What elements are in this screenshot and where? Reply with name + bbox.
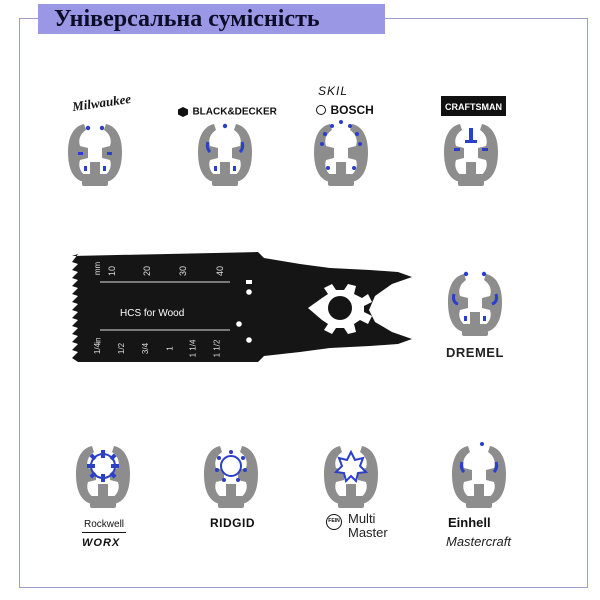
brand-name-skil: SKIL (318, 84, 349, 98)
brand-logo-ridgid: RIDGID (210, 514, 255, 532)
inch-tick-1-1-4: 1 1/4 (188, 339, 198, 358)
brand-logo-skil: SKIL (318, 82, 348, 100)
mm-tick-20: 20 (142, 265, 153, 277)
adapter-fein-multimaster (316, 440, 386, 510)
brand-logo-einhell: Einhell (448, 514, 491, 532)
title-banner: Універсальна сумісність (38, 4, 385, 34)
brand-name-multimaster-line1: Multi (348, 511, 376, 526)
brand-logo-bosch: BOSCH (316, 101, 374, 119)
brand-logo-fein: FEIN (326, 514, 342, 532)
mm-tick-40: 40 (215, 265, 226, 277)
adapter-ridgid (196, 440, 266, 510)
inch-tick-1-1-2: 1 1/2 (212, 339, 222, 358)
adapter-rockwell-worx (68, 440, 138, 510)
adapter-dremel (440, 268, 510, 338)
mm-unit-label: mm (93, 261, 103, 276)
brand-logo-craftsman: CRAFTSMAN (441, 96, 506, 116)
brand-logo-dremel: DREMEL (446, 344, 504, 362)
blade-label: HCS for Wood (120, 308, 185, 319)
brand-name-fein: FEIN (328, 518, 340, 524)
brand-name-bosch: BOSCH (330, 102, 374, 117)
brand-name-worx: WORX (82, 537, 121, 549)
brand-logo-multimaster: Multi Master (348, 512, 388, 540)
inch-tick-1: 1 (165, 346, 175, 351)
adapter-craftsman (436, 118, 506, 188)
brand-logo-black-decker: BLACK&DECKER (178, 103, 277, 121)
inch-tick-3-4: 3/4 (141, 342, 151, 355)
brand-name-einhell: Einhell (448, 515, 491, 530)
brand-logo-rockwell: Rockwell (82, 514, 127, 533)
black-decker-hex-icon (178, 106, 188, 117)
mm-tick-10: 10 (107, 265, 118, 277)
brand-logo-worx: WORX (82, 533, 120, 551)
adapter-milwaukee (60, 118, 130, 188)
adapter-einhell-mastercraft (444, 440, 514, 510)
hcs-blade: mm 10 20 30 40 HCS for Wood in 1/4 1/2 3… (70, 244, 420, 374)
brand-name-dremel: DREMEL (446, 345, 504, 360)
bosch-circle-icon (316, 104, 326, 115)
brand-logo-mastercraft: Mastercraft (446, 533, 511, 551)
inch-tick-1-4: 1/4 (93, 342, 103, 355)
brand-name-mastercraft: Mastercraft (446, 534, 512, 549)
brand-name-black-decker: BLACK&DECKER (192, 106, 277, 118)
page-title: Універсальна сумісність (54, 6, 320, 32)
inch-tick-1-2: 1/2 (117, 342, 127, 355)
brand-name-rockwell: Rockwell (84, 519, 125, 530)
adapter-bosch (306, 118, 376, 188)
brand-name-multimaster-line2: Master (348, 525, 388, 540)
mm-tick-30: 30 (178, 265, 189, 277)
adapter-black-decker (190, 118, 260, 188)
fein-logo-icon: FEIN (326, 514, 342, 530)
brand-name-ridgid: RIDGID (210, 516, 255, 530)
brand-name-craftsman: CRAFTSMAN (445, 102, 502, 112)
